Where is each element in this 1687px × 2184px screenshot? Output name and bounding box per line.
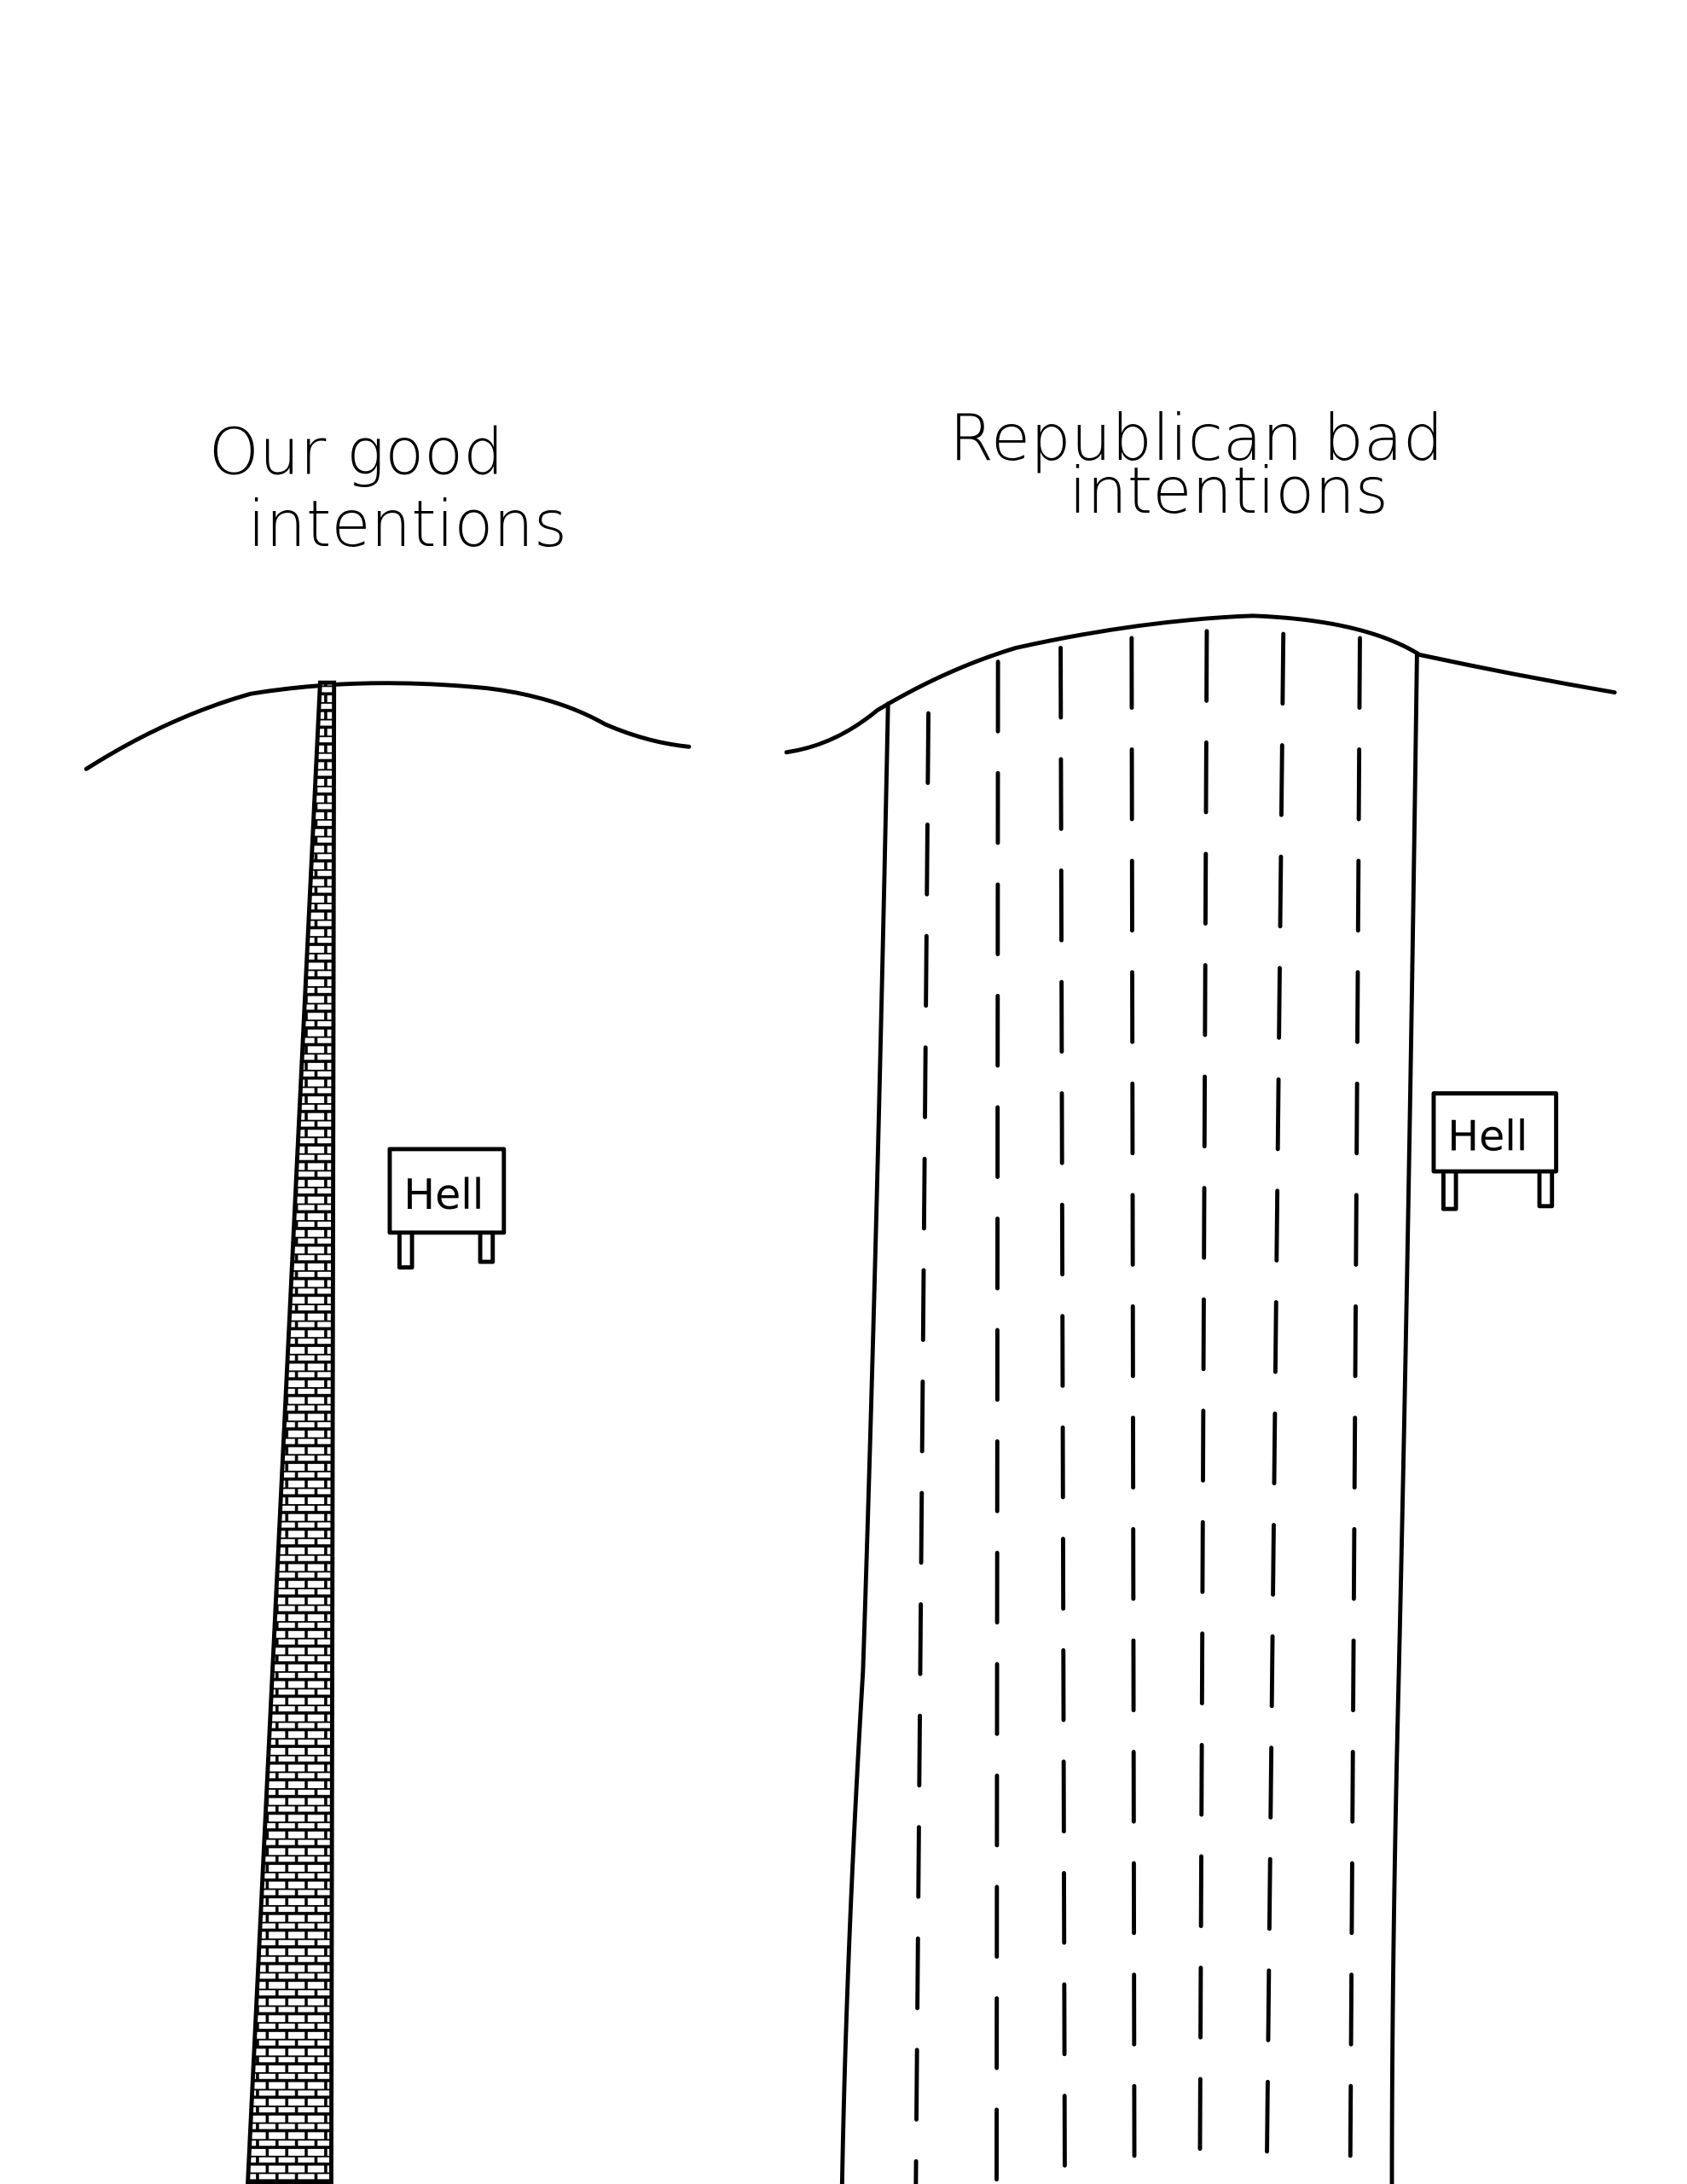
lane-dash — [918, 1602, 924, 1676]
lane-dash — [919, 1380, 925, 1454]
right-horizon — [784, 613, 1617, 755]
wide-road-left-edge — [839, 701, 890, 2184]
lane-dash — [1352, 1415, 1358, 1490]
lane-dash — [915, 1936, 920, 2011]
lane-dash — [914, 2048, 919, 2122]
lane-dash — [919, 1490, 925, 1565]
lane-dash — [1268, 1745, 1274, 1820]
lane-dash — [925, 711, 931, 786]
right-caption-line1: Republican bad — [949, 400, 1444, 475]
left-panel: Our good intentions Hell — [84, 414, 692, 2184]
right-sign-text: Hell — [1447, 1112, 1528, 1161]
lane-dash — [923, 1045, 928, 1119]
lane-dash — [925, 822, 930, 897]
lane-dash — [1278, 854, 1284, 929]
lane-dash — [1272, 1299, 1278, 1374]
lane-dash — [1354, 1193, 1359, 1267]
lane-dividers — [913, 629, 1362, 2184]
lane-dash — [920, 1268, 926, 1342]
lane-dash — [1278, 743, 1284, 817]
lane-dash — [921, 1156, 927, 1231]
lane-dash — [1274, 1188, 1280, 1263]
lane-dash — [1348, 1972, 1354, 2047]
narrow-brick-road — [246, 680, 337, 2184]
lane-dash — [1266, 1968, 1272, 2042]
lane-dash — [1354, 1081, 1359, 1156]
lane-dash — [1280, 631, 1286, 706]
lane-dash — [1267, 1856, 1272, 1931]
lane-dash — [1265, 2079, 1270, 2154]
wide-road-right-edge — [1389, 653, 1419, 2184]
left-caption-line2: intentions — [247, 486, 567, 561]
lane-dash — [1355, 970, 1360, 1044]
lane-dash — [1349, 1861, 1354, 1936]
left-hell-sign: Hell — [387, 1147, 507, 1270]
right-panel: Republican bad intentions Hell — [784, 400, 1617, 2184]
lane-dash — [917, 1713, 922, 1788]
lane-dash — [1350, 1750, 1355, 1824]
lane-dash — [924, 933, 929, 1008]
lane-dash — [1277, 966, 1282, 1040]
lane-dash — [1353, 1304, 1358, 1379]
left-sign-text: Hell — [403, 1170, 484, 1219]
left-horizon — [84, 681, 692, 771]
lane-dash — [1348, 2083, 1354, 2158]
lane-dash — [1357, 636, 1362, 711]
lane-dash — [1355, 858, 1361, 933]
right-hell-sign: Hell — [1431, 1091, 1559, 1211]
lane-dash — [1271, 1523, 1276, 1597]
lane-dash — [1272, 1411, 1278, 1486]
left-caption-line1: Our good — [209, 414, 504, 489]
right-caption-line2: intentions — [1069, 453, 1388, 528]
